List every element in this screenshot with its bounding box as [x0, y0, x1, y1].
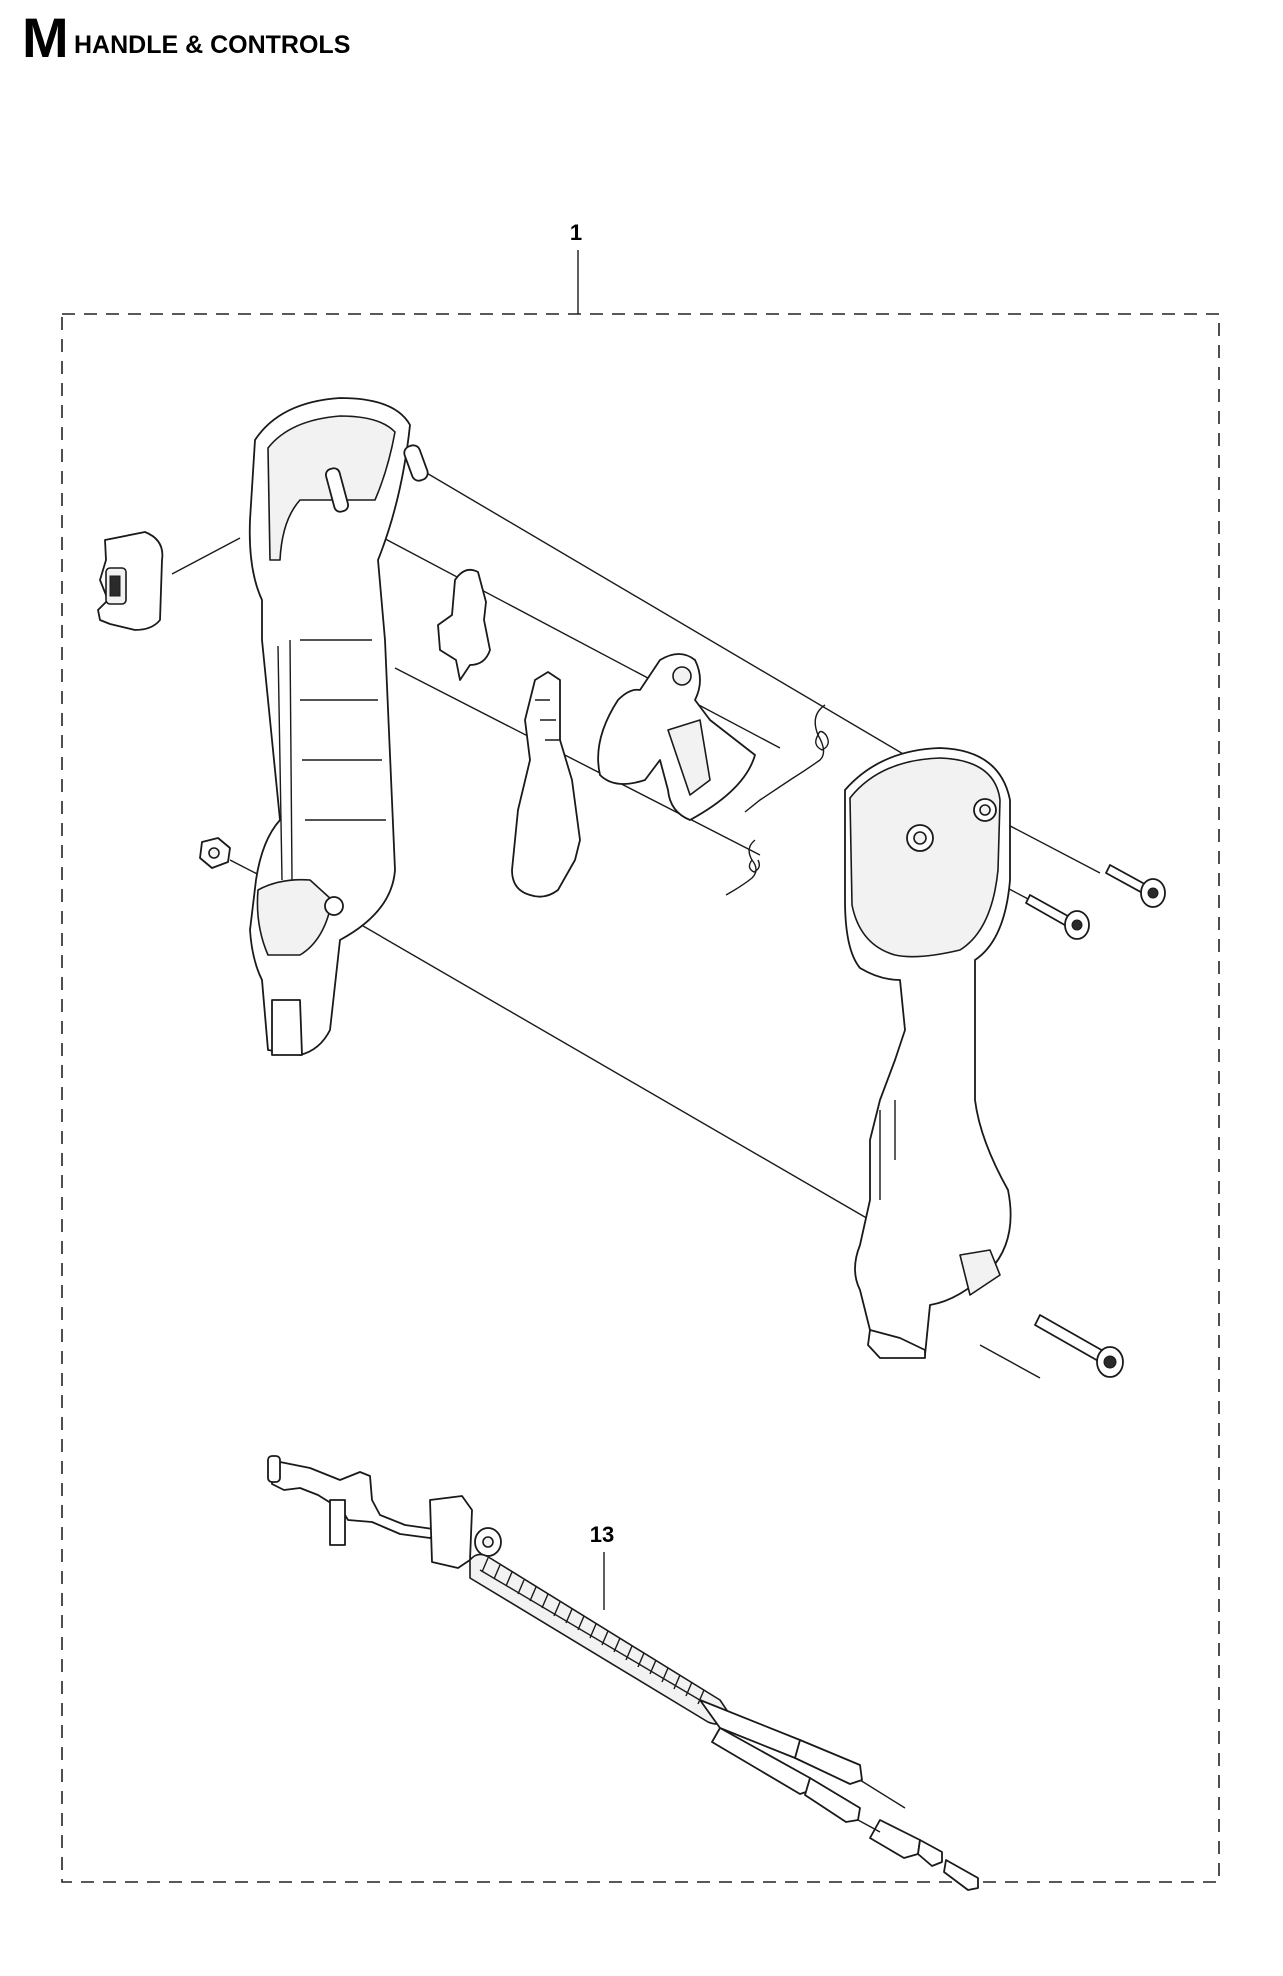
right-handle-half — [844, 747, 1012, 1359]
torsion-spring-large — [744, 704, 829, 813]
control-lever — [597, 653, 756, 821]
throttle-lockout — [437, 568, 491, 681]
torsion-spring-small — [725, 839, 761, 896]
nut — [199, 837, 231, 869]
callout-1: 1 — [570, 220, 582, 314]
section-title: HANDLE & CONTROLS — [74, 31, 351, 59]
screw-middle — [1025, 894, 1090, 940]
screw-top — [1105, 864, 1166, 908]
callout-13-label: 13 — [590, 1522, 614, 1547]
callout-13: 13 — [590, 1522, 614, 1610]
throttle-trigger — [511, 671, 581, 898]
callout-1-label: 1 — [570, 220, 582, 245]
section-letter: M — [22, 6, 69, 69]
throttle-cable — [267, 1455, 979, 1891]
left-handle-half — [248, 397, 429, 1056]
assembly-guide-lines — [171, 461, 1101, 1379]
screw-bottom — [1034, 1314, 1124, 1378]
stop-switch — [97, 531, 164, 631]
kit-boundary-frame — [61, 313, 1220, 1883]
